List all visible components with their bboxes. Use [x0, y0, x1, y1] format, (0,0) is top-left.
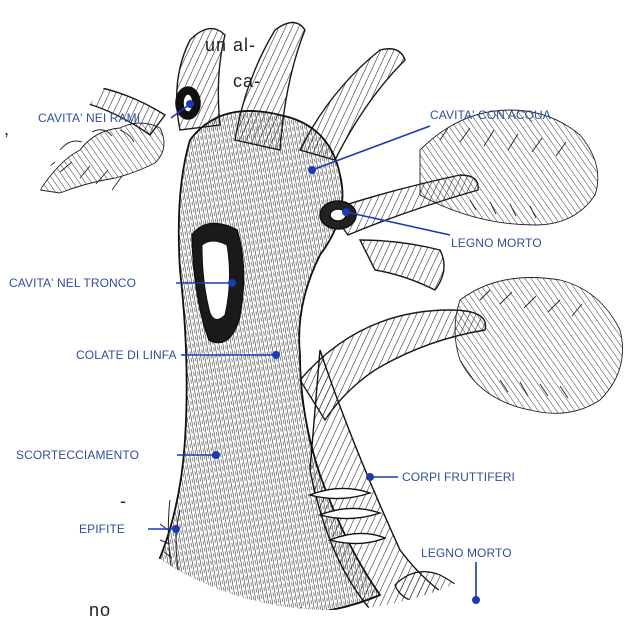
body-text-line-2: ca-: [233, 70, 261, 92]
foliage-right-top: [420, 110, 598, 225]
body-text-line-1: un al-: [205, 34, 256, 56]
label-cavita-nei-rami: CAVITA' NEI RAMI: [38, 111, 140, 125]
body-text-line-5: no: [89, 599, 111, 621]
label-cavita-con-acqua: CAVITA' CON ACQUA: [430, 108, 551, 122]
dead-wood-base: [395, 572, 470, 607]
label-scortecciamento: SCORTECCIAMENTO: [16, 448, 139, 462]
foliage-left: [40, 123, 164, 193]
label-cavita-nel-tronco: CAVITA' NEL TRONCO: [9, 276, 136, 290]
label-epifite: EPIFITE: [79, 522, 125, 536]
foliage-right-mid: [455, 278, 623, 414]
label-corpi-fruttiferi: CORPI FRUTTIFERI: [402, 470, 515, 484]
label-legno-morto-top: LEGNO MORTO: [451, 236, 542, 250]
label-legno-morto-base: LEGNO MORTO: [421, 546, 512, 560]
body-text-line-4: -: [120, 490, 127, 512]
body-text-line-3: ,: [4, 118, 10, 140]
label-colate-di-linfa: COLATE DI LINFA: [76, 348, 177, 362]
